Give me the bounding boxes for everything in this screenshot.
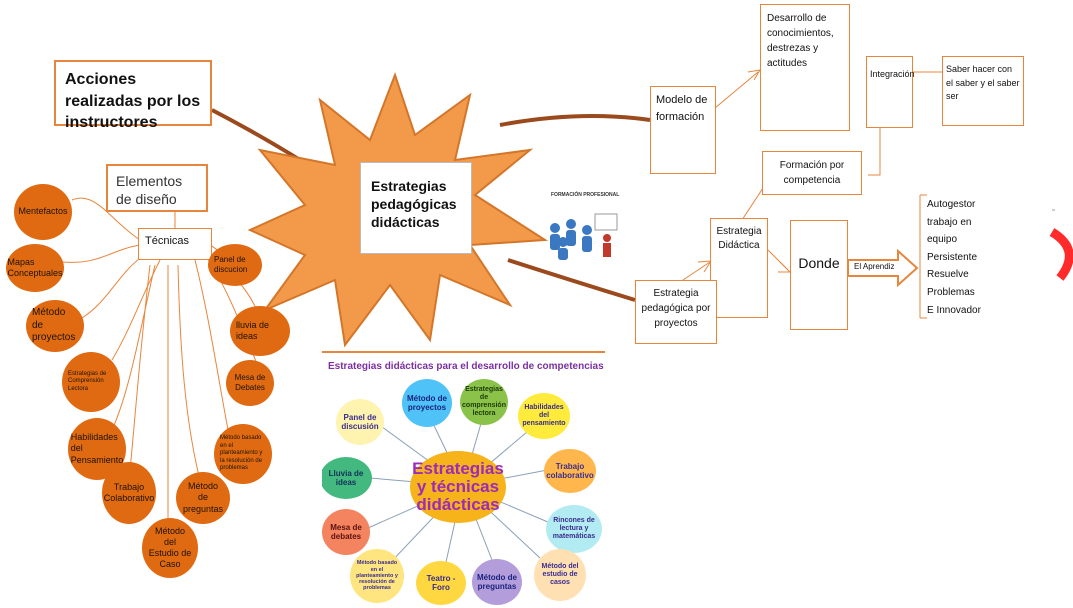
decorative-arc [1049, 228, 1073, 281]
trait-item: Resuelve [927, 269, 969, 281]
trait-item: E Innovador [927, 304, 981, 316]
inset-center: Estrategias y técnicas didácticas [410, 451, 506, 523]
technique-lluvia-ideas: lluvia de ideas [230, 306, 290, 356]
inset-node-preguntas: Método de preguntas [472, 559, 522, 605]
formacion-competencia-box: Formación por competencia [762, 151, 862, 195]
modelo-connector [499, 114, 651, 127]
donde-label: Donde [798, 255, 840, 271]
actions-title: Acciones realizadas por los instructores [65, 71, 201, 132]
trait-item: Autogestor [927, 199, 976, 210]
inset-node-trabajo: Trabajo colaborativo [544, 449, 596, 493]
inset-node-rincones: Rincones de lectura y matemáticas [546, 505, 602, 553]
aprendiz-label: El Aprendiz [854, 262, 895, 271]
technique-panel: Panel de discucion [208, 244, 262, 286]
technique-estudio-caso: Método del Estudio de Caso [142, 518, 198, 578]
estrategia-proyectos-label: Estrategia pedagógica por proyectos [641, 288, 711, 329]
desarrollo-label: Desarrollo de conocimientos, destrezas y… [767, 13, 834, 69]
estrategia-didactica-label: Estrategia Didáctica [716, 226, 762, 251]
trait-item: Persistente [927, 251, 978, 263]
elements-box: Elementos de diseño [106, 164, 208, 212]
technique-comprension-lectora: Estrategias de Comprensión Lectora [62, 352, 120, 412]
inset-node-lluvia: Lluvia de ideas [322, 457, 372, 499]
integracion-label: Integración [870, 69, 915, 79]
modelo-box: Modelo de formación [650, 86, 716, 174]
trait-item: equipo [927, 234, 958, 246]
inset-node-problemas: Método basado en el planteamiento y reso… [350, 549, 404, 603]
technique-trabajo-colaborativo: Trabajo Colaborativo [102, 462, 156, 524]
elements-title: Elementos de diseño [116, 173, 183, 208]
technique-mesa-debates: Mesa de Debates [226, 360, 274, 406]
training-photo: FORMACIÓN PROFESIONAL [543, 190, 621, 260]
proyectos-connector [507, 258, 636, 302]
inset-node-teatro: Teatro - Foro [416, 561, 466, 605]
inset-node-panel: Panel de discusión [336, 399, 384, 445]
inset-node-proyectos: Método de proyectos [402, 379, 452, 427]
inset-node-lectora: Estrategias de comprensión lectora [460, 379, 508, 425]
estrategia-proyectos-box: Estrategia pedagógica por proyectos [635, 280, 717, 344]
inset-infographic: Estrategias didácticas para el desarroll… [322, 351, 605, 608]
integracion-box: Integración [866, 56, 915, 128]
technique-problemas: Método basado en el planteamiento y la r… [214, 424, 272, 484]
trait-item: trabajo en [927, 216, 972, 228]
technique-mentefactos: Mentefactos [14, 184, 72, 240]
technique-mapas: Mapas Conceptuales [6, 244, 64, 292]
inset-node-casos: Método del estudio de casos [534, 549, 586, 601]
center-title: Estrategias pedagógicas didácticas [371, 178, 457, 231]
traits-list: Autogestor trabajo en equipo Persistente… [927, 196, 981, 319]
actions-connector [211, 108, 302, 162]
aprendiz-arrow [847, 248, 919, 288]
modelo-label: Modelo de formación [656, 94, 708, 124]
estrategia-didactica-box: Estrategia Didáctica [710, 218, 768, 318]
inset-title: Estrategias didácticas para el desarroll… [328, 361, 604, 372]
desarrollo-box: Desarrollo de conocimientos, destrezas y… [760, 4, 850, 131]
techniques-title: Técnicas [145, 235, 190, 247]
inset-node-habilidades: Habilidades del pensamiento [518, 393, 570, 439]
actions-box: Acciones realizadas por los instructores [54, 60, 212, 131]
formacion-competencia-label: Formación por competencia [779, 160, 845, 186]
center-box: Estrategias pedagógicas didácticas [360, 162, 472, 254]
saber-label: Saber hacer con el saber y el saber ser [946, 64, 1020, 101]
donde-box: Donde [790, 220, 848, 330]
technique-metodo-proyectos: Método de proyectos [26, 300, 84, 352]
technique-preguntas: Método de preguntas [176, 472, 230, 524]
inset-node-mesa: Mesa de debates [322, 509, 370, 555]
trait-item: Problemas [927, 286, 975, 298]
photo-caption: FORMACIÓN PROFESIONAL [551, 192, 620, 198]
saber-box: Saber hacer con el saber y el saber ser [942, 56, 1024, 126]
techniques-box: Técnicas [138, 228, 212, 260]
